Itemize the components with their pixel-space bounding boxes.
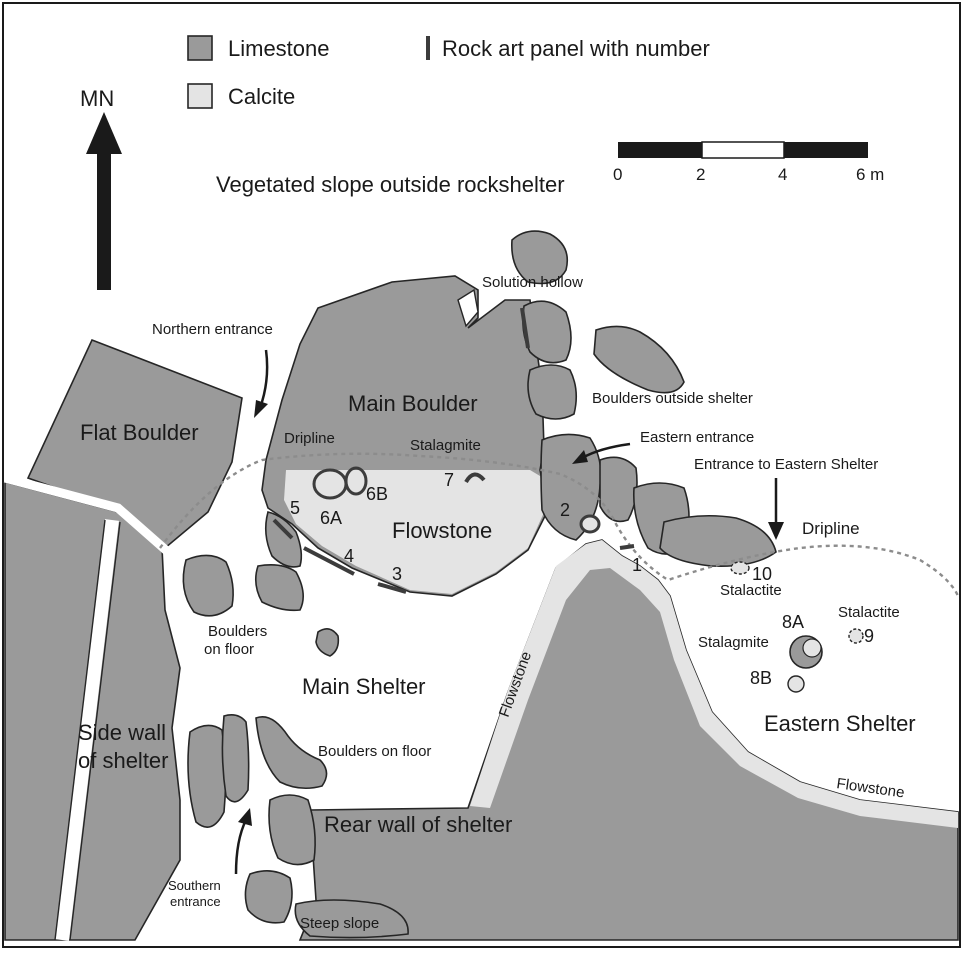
north-label: MN (80, 86, 114, 111)
scale-tick-6: 6 m (856, 165, 884, 184)
legend-calcite-label: Calcite (228, 84, 295, 109)
side-wall-label-1: Side wall (78, 720, 166, 745)
side-wall-path (3, 473, 171, 556)
floor-boulder-2 (254, 564, 304, 612)
boulder-ne-8 (659, 514, 777, 568)
floor-boulder-s6 (294, 899, 409, 939)
floor-boulder-s2 (221, 714, 250, 803)
scale-tick-0: 0 (613, 165, 622, 184)
panel-8b-number: 8B (750, 668, 772, 688)
scale-bar: 0 2 4 6 m (613, 141, 884, 184)
main-boulder-label: Main Boulder (348, 391, 478, 416)
stalagmite-8-label: Stalagmite (698, 634, 769, 651)
stalactite-10-label: Stalactite (720, 582, 782, 599)
panel-9-number: 9 (864, 626, 874, 646)
side-wall-label-2: of shelter (78, 748, 169, 773)
legend-rock-art-label: Rock art panel with number (442, 36, 710, 61)
panel-5-mark (272, 518, 294, 540)
steep-slope-label: Steep slope (300, 915, 379, 932)
vegetated-slope-label: Vegetated slope outside rockshelter (216, 172, 565, 197)
flowstone-main-label: Flowstone (392, 518, 492, 543)
map-labels: Vegetated slope outside rockshelter Solu… (78, 172, 916, 932)
stalactite-9-label: Stalactite (838, 604, 900, 621)
main-shelter-label: Main Shelter (302, 674, 426, 699)
dripline-east-label: Dripline (802, 519, 860, 538)
stalactite-9 (848, 628, 864, 644)
legend-limestone-swatch (187, 35, 213, 61)
eastern-shelter-label: Eastern Shelter (764, 711, 916, 736)
stalagmite-8b (787, 675, 805, 693)
northern-entrance-label: Northern entrance (152, 321, 273, 338)
scale-tick-4: 4 (778, 165, 787, 184)
boulder-ne-3 (593, 325, 685, 394)
panel-numbers: 1 2 3 4 5 6A 6B 7 8A 8B 9 10 (290, 470, 874, 688)
floor-boulder-s5 (244, 870, 293, 924)
dripline (159, 452, 960, 597)
southern-entrance-label-2: entrance (170, 894, 221, 909)
panel-6b-number: 6B (366, 484, 388, 504)
solution-hollow-shape (457, 288, 479, 328)
boulders-floor-label-2: on floor (204, 641, 254, 658)
panel-5-number: 5 (290, 498, 300, 518)
boulders-floor-south-label: Boulders on floor (318, 743, 431, 760)
boulder-ne-4 (527, 364, 578, 420)
stalactite-10 (730, 561, 750, 575)
panel-7-mark (464, 472, 486, 484)
entrance-eastern-shelter-label: Entrance to Eastern Shelter (694, 456, 878, 473)
flowstone-calcite-main (284, 470, 546, 594)
panel-1-mark (619, 544, 635, 550)
boulder-ne-1 (511, 230, 569, 285)
legend-calcite-swatch (187, 83, 213, 109)
side-wall-path-lower (55, 519, 119, 941)
north-arrow-icon (86, 112, 122, 154)
panel-10-number: 10 (752, 564, 772, 584)
panel-4-mark (303, 546, 355, 576)
legend: Limestone Calcite Rock art panel with nu… (187, 35, 710, 109)
boulder-ne-6 (599, 456, 638, 523)
floor-boulder-4 (315, 628, 340, 657)
panel-7-number: 7 (444, 470, 454, 490)
annotation-arrows (234, 349, 784, 875)
floor-boulder-3 (264, 511, 303, 568)
floor-boulder-s4 (268, 794, 316, 866)
panel-4-number: 4 (344, 546, 354, 566)
legend-limestone-label: Limestone (228, 36, 330, 61)
floor-boulder-1 (182, 554, 234, 617)
solution-hollow-label: Solution hollow (482, 274, 583, 291)
boulders-outside-label: Boulders outside shelter (592, 390, 753, 407)
panel-edge-mark (520, 307, 530, 349)
floor-boulder-s1 (187, 724, 227, 828)
panel-3-mark (377, 582, 407, 594)
panel-6b-outline (344, 466, 368, 496)
flat-boulder-label: Flat Boulder (80, 420, 199, 445)
floor-boulder-s3 (255, 716, 328, 790)
panel-3-number: 3 (392, 564, 402, 584)
dripline-west-label: Dripline (284, 430, 335, 447)
panel-1-number: 1 (632, 555, 642, 575)
rear-wall-label: Rear wall of shelter (324, 812, 512, 837)
southern-entrance-label-1: Southern (168, 878, 221, 893)
panel-2-number: 2 (560, 500, 570, 520)
panel-2-mark (579, 514, 601, 534)
eastern-entrance-label: Eastern entrance (640, 429, 754, 446)
panel-6a-number: 6A (320, 508, 342, 528)
stalagmite-main-label: Stalagmite (410, 437, 481, 454)
rock-art-panels (272, 307, 635, 594)
panel-8a-number: 8A (782, 612, 804, 632)
scale-tick-2: 2 (696, 165, 705, 184)
boulders-floor-label-1: Boulders (208, 623, 267, 640)
north-arrow: MN (80, 86, 122, 290)
